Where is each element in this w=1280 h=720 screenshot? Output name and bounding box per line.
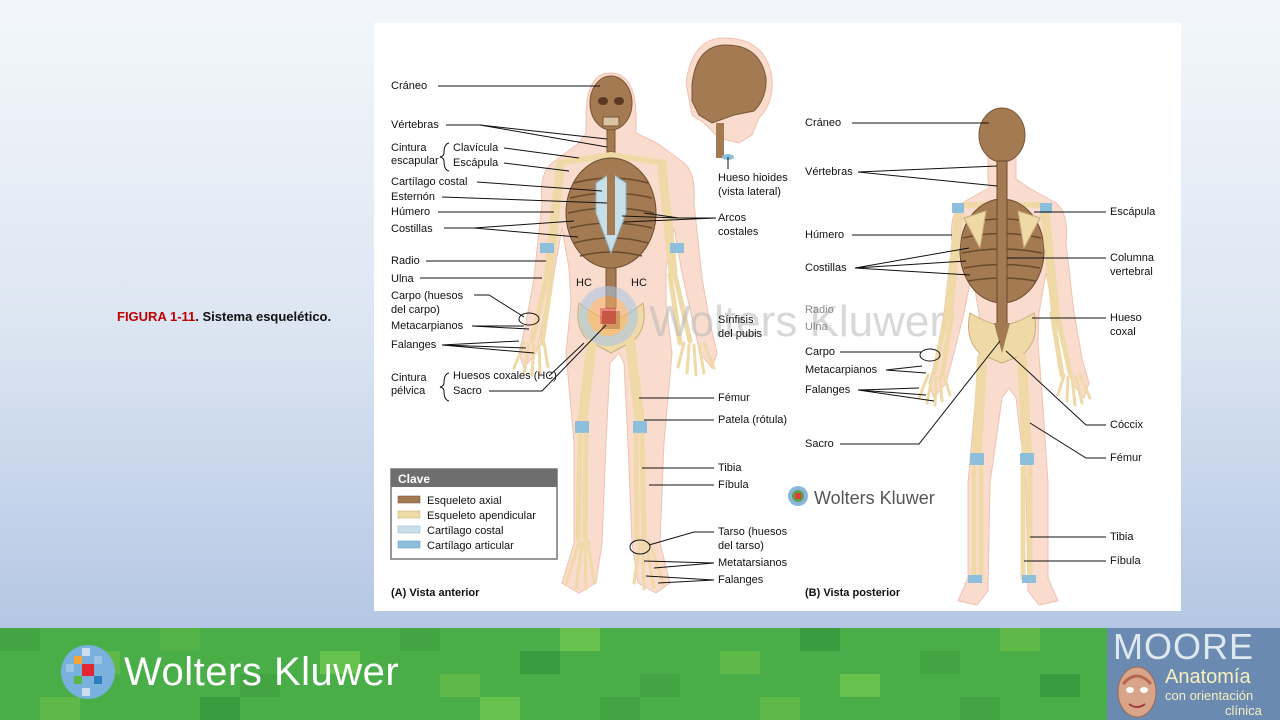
posterior-skull xyxy=(978,107,1026,163)
label-esternon: Esternón xyxy=(391,191,435,203)
label-costillas-a: Costillas xyxy=(391,223,433,235)
watermark-small: Wolters Kluwer xyxy=(788,486,935,508)
label-huesos-coxales: Huesos coxales (HC) xyxy=(453,370,557,382)
label-ulna-b: Ulna xyxy=(805,321,829,333)
label-arcos-2: costales xyxy=(718,226,759,238)
label-falanges-b: Falanges xyxy=(805,384,851,396)
label-cintura-escapular-1: Cintura xyxy=(391,142,427,154)
legend: Clave Esqueleto axial Esqueleto apendicu… xyxy=(390,468,558,560)
label-tarso-1: Tarso (huesos xyxy=(718,526,788,538)
label-cintura-pelvica-1: Cintura xyxy=(391,372,427,384)
label-radio-a: Radio xyxy=(391,255,420,267)
anterior-labels: Cráneo Vértebras Cintura escapular Claví… xyxy=(391,80,788,599)
label-carpo-b: Carpo xyxy=(805,346,835,358)
label-hc-left: HC xyxy=(576,277,592,289)
legend-swatch-axial xyxy=(397,495,421,504)
footer-banner: Wolters Kluwer xyxy=(0,628,1280,720)
label-femur-a: Fémur xyxy=(718,392,750,404)
figure-number: FIGURA 1-11 xyxy=(117,309,196,324)
anatomy-face-icon xyxy=(1117,666,1157,718)
label-clavicula: Clavícula xyxy=(453,142,499,154)
label-falanges-a: Falanges xyxy=(391,339,437,351)
watermark-large: Wolters Kluwer xyxy=(578,286,944,346)
watermark-small-text: Wolters Kluwer xyxy=(814,488,935,508)
label-columna-1: Columna xyxy=(1110,252,1155,264)
book-subtitle-2: con orientación xyxy=(1165,688,1254,703)
legend-swatch-costal xyxy=(397,525,421,534)
footer-logo: Wolters Kluwer xyxy=(60,642,399,702)
legend-item-apendicular: Esqueleto apendicular xyxy=(427,510,536,522)
posterior-figure xyxy=(917,107,1092,606)
label-radio-b: Radio xyxy=(805,304,834,316)
label-arcos-1: Arcos xyxy=(718,212,747,224)
label-cartilago-costal: Cartílago costal xyxy=(391,176,467,188)
label-ulna-a: Ulna xyxy=(391,273,415,285)
view-label-anterior: (A) Vista anterior xyxy=(391,587,480,599)
label-sinfisis-1: Sínfisis xyxy=(718,314,754,326)
book-title: MOORE xyxy=(1113,628,1255,667)
label-humero-a: Húmero xyxy=(391,206,430,218)
label-escapula-b: Escápula xyxy=(1110,206,1156,218)
label-cintura-pelvica-2: pélvica xyxy=(391,385,426,397)
legend-item-axial: Esqueleto axial xyxy=(427,495,502,507)
skeleton-figure: Wolters Kluwer Wolters Kluwer Cráneo Vér… xyxy=(374,23,1181,611)
label-humero-b: Húmero xyxy=(805,229,844,241)
wolters-kluwer-logo-icon xyxy=(61,645,115,699)
label-tibia-a: Tibia xyxy=(718,462,742,474)
label-vertebras-a: Vértebras xyxy=(391,119,439,131)
legend-title: Clave xyxy=(398,472,430,486)
label-hueso-hioides-2: (vista lateral) xyxy=(718,186,781,198)
label-hueso-coxal-1: Hueso xyxy=(1110,312,1142,324)
label-escapula-a: Escápula xyxy=(453,157,499,169)
footer-brand-text: Wolters Kluwer xyxy=(124,649,400,694)
label-carpo-a2: del carpo) xyxy=(391,304,440,316)
lateral-skull-inset xyxy=(685,37,773,160)
watermark-large-text: Wolters Kluwer xyxy=(649,297,944,346)
label-patela: Patela (rótula) xyxy=(718,414,787,426)
legend-item-costal: Cartílago costal xyxy=(427,525,503,537)
figure-caption-text: . Sistema esquelético. xyxy=(195,309,332,324)
label-sacro-a: Sacro xyxy=(453,385,482,397)
label-craneo-a: Cráneo xyxy=(391,80,427,92)
figure-caption: FIGURA 1-11. Sistema esquelético. xyxy=(117,309,331,324)
book-subtitle-3: clínica xyxy=(1225,703,1262,718)
book-subtitle: Anatomía xyxy=(1165,666,1251,688)
label-tibia-b: Tibia xyxy=(1110,531,1134,543)
label-craneo-b: Cráneo xyxy=(805,117,841,129)
label-coccix: Cóccix xyxy=(1110,419,1144,431)
label-fibula-b: Fíbula xyxy=(1110,555,1141,567)
book-badge: MOORE Anatomía con orientación clínica xyxy=(1107,628,1280,720)
label-sacro-b: Sacro xyxy=(805,438,834,450)
label-cintura-escapular-2: escapular xyxy=(391,155,439,167)
legend-item-articular: Cartílago articular xyxy=(427,540,514,552)
label-metacarpianos-b: Metacarpianos xyxy=(805,364,878,376)
label-carpo-a1: Carpo (huesos xyxy=(391,290,464,302)
label-vertebras-b: Vértebras xyxy=(805,166,853,178)
label-costillas-b: Costillas xyxy=(805,262,847,274)
legend-swatch-apendicular xyxy=(397,510,421,519)
label-hueso-hioides-1: Hueso hioides xyxy=(718,172,788,184)
label-metatarsianos: Metatarsianos xyxy=(718,557,788,569)
posterior-labels: Cráneo Vértebras Húmero Costillas Radio … xyxy=(805,117,1156,599)
label-hueso-coxal-2: coxal xyxy=(1110,326,1136,338)
label-hc-right: HC xyxy=(631,277,647,289)
footer-tiles xyxy=(0,628,1080,720)
label-femur-b: Fémur xyxy=(1110,452,1142,464)
label-tarso-2: del tarso) xyxy=(718,540,764,552)
label-metacarpianos-a: Metacarpianos xyxy=(391,320,464,332)
legend-swatch-articular xyxy=(397,540,421,549)
label-fibula-a: Fíbula xyxy=(718,479,749,491)
label-columna-2: vertebral xyxy=(1110,266,1153,278)
view-label-posterior: (B) Vista posterior xyxy=(805,587,901,599)
label-falanges-pie: Falanges xyxy=(718,574,764,586)
label-sinfisis-2: del pubis xyxy=(718,328,763,340)
skeleton-diagram: Wolters Kluwer Wolters Kluwer Cráneo Vér… xyxy=(390,37,1156,606)
